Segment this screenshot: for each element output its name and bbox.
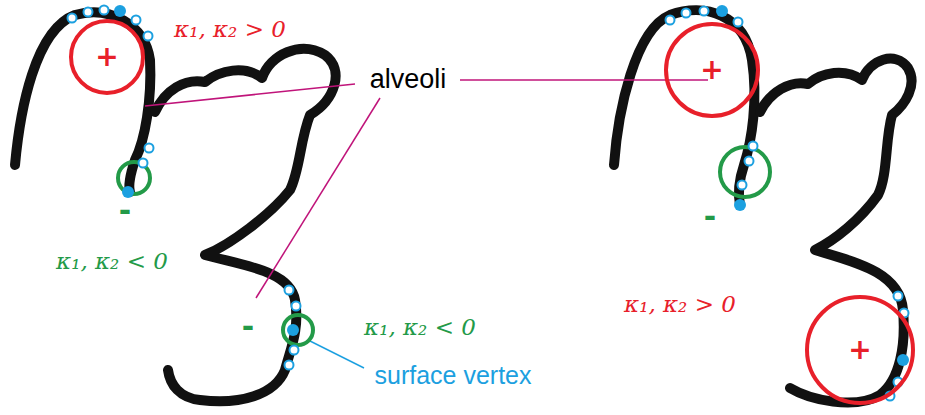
surface-vertex-dot <box>287 324 299 336</box>
sign-label: + <box>848 336 871 364</box>
sample-point <box>700 7 709 16</box>
sample-point <box>84 8 93 17</box>
sample-point <box>292 302 301 311</box>
callout-label: alveoli <box>370 65 447 95</box>
leader-line <box>256 98 380 298</box>
curvature-label: κ₁, κ₂ < 0 <box>56 249 168 274</box>
sign-label: - <box>119 194 131 227</box>
sample-point <box>749 142 758 151</box>
callout-label: surface vertex <box>374 362 531 390</box>
surface-vertex-dot <box>734 199 746 211</box>
sign-label: - <box>704 200 716 233</box>
leader-line <box>310 341 364 368</box>
sample-point <box>100 6 109 15</box>
sample-point <box>894 292 903 301</box>
sample-point <box>285 286 294 295</box>
surface-vertex-dot <box>114 5 126 17</box>
concave-circle <box>720 147 770 197</box>
sample-point <box>666 16 675 25</box>
sample-point <box>290 346 299 355</box>
circle-outline <box>807 297 913 403</box>
circle-outline <box>71 21 143 93</box>
sample-point <box>145 144 154 153</box>
surface-curve <box>15 12 150 192</box>
sample-point <box>144 32 153 41</box>
sample-point <box>68 14 77 23</box>
convex-circle: + <box>69 19 145 95</box>
sample-point <box>745 157 754 166</box>
surface-curve <box>760 59 912 403</box>
sign-label: + <box>95 43 118 71</box>
sign-label: - <box>242 310 254 343</box>
sample-point <box>682 9 691 18</box>
curvature-label: κ₁, κ₂ < 0 <box>364 315 476 340</box>
sign-label: + <box>700 56 723 84</box>
curvature-label: κ₁, κ₂ > 0 <box>624 292 736 317</box>
sample-point <box>139 159 148 168</box>
sample-point <box>285 361 294 370</box>
surface-vertex-dot <box>716 5 728 17</box>
circle-outline <box>666 24 758 116</box>
concave-circle <box>283 315 313 345</box>
sample-point <box>132 16 141 25</box>
sample-point <box>734 18 743 27</box>
curvature-label: κ₁, κ₂ > 0 <box>174 17 286 42</box>
convex-circle: + <box>805 295 915 405</box>
convex-circle: + <box>664 22 760 118</box>
leader-line <box>145 84 355 106</box>
surface-vertex-dot <box>897 354 909 366</box>
leader-line <box>460 79 708 81</box>
sample-point <box>738 181 747 190</box>
